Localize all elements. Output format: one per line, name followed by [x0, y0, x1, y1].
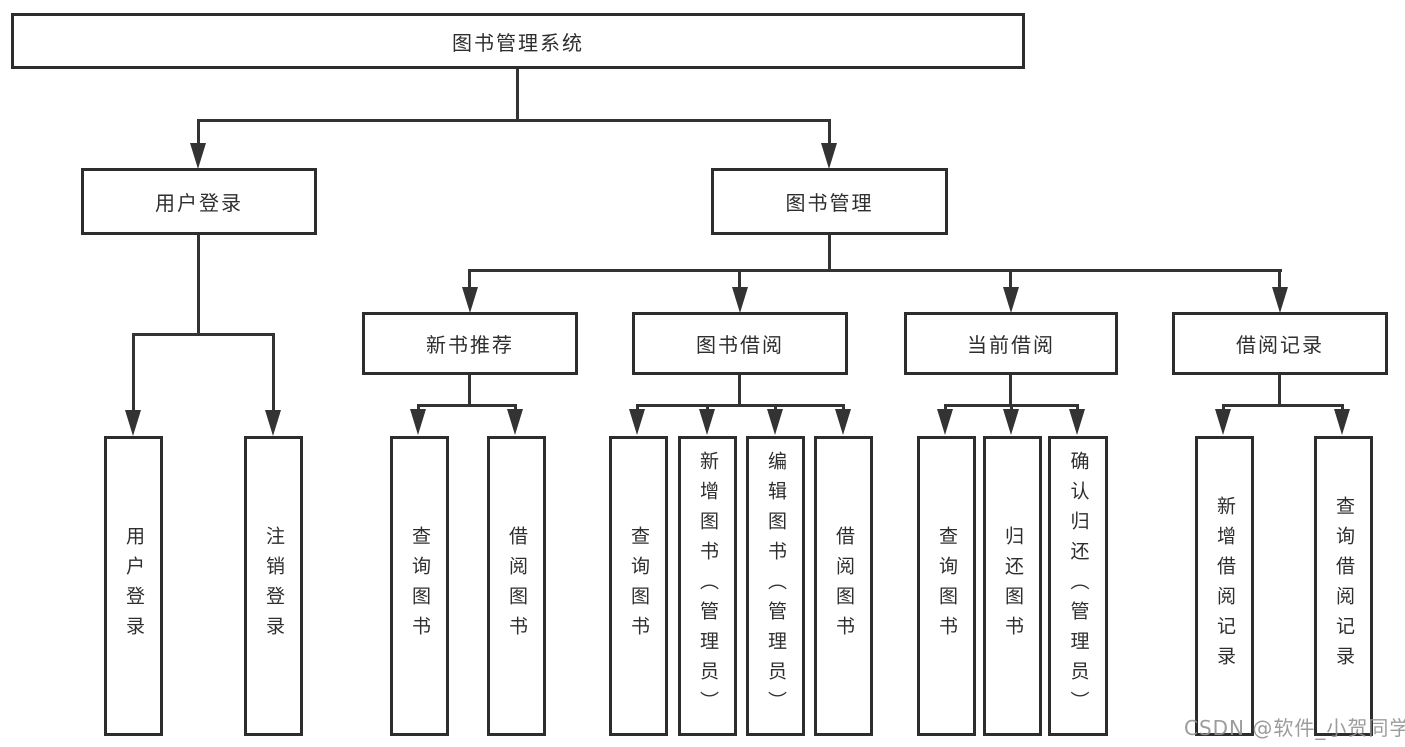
leaf-return-books-label: 归还图书 [1002, 526, 1024, 646]
leaf-query-books-1: 查询图书 [390, 436, 449, 736]
connector-newbook-stem [468, 375, 471, 406]
node-book-management-label: 图书管理 [785, 191, 874, 215]
arrowhead-new-book [462, 287, 478, 313]
node-current-borrowing-label: 当前借阅 [967, 333, 1055, 357]
leaf-borrow-books-2-label: 借阅图书 [833, 526, 855, 646]
leaf-add-borrow-record-label: 新增借阅记录 [1214, 496, 1236, 676]
leaf-query-books-3-label: 查询图书 [936, 526, 958, 646]
leaf-add-book-admin: 新增图书（管理员） [678, 436, 737, 736]
connector-drop-return-books [1010, 404, 1013, 413]
connector-userlogin-stem [197, 234, 200, 336]
connector-borrowing-split [636, 404, 845, 407]
connector-newbook-split [417, 404, 517, 407]
arrowhead-query2 [629, 409, 645, 435]
connector-drop-borrow1 [514, 404, 517, 413]
arrowhead-confirm-return [1069, 409, 1085, 435]
connector-records-stem [1278, 375, 1281, 406]
connector-drop-add-book [706, 404, 709, 413]
leaf-query-borrow-record: 查询借阅记录 [1314, 436, 1373, 736]
arrowhead-return-books [1003, 409, 1019, 435]
arrowhead-user-login [190, 143, 206, 169]
connector-borrowing-stem [738, 375, 741, 406]
leaf-confirm-return-admin: 确认归还（管理员） [1048, 436, 1108, 736]
leaf-query-books-2-label: 查询图书 [628, 526, 650, 646]
node-user-login: 用户登录 [81, 168, 317, 235]
arrowhead-borrow1 [507, 409, 523, 435]
arrowhead-book-management [821, 143, 837, 169]
connector-drop-book-borrowing [738, 269, 741, 291]
arrowhead-query-record [1334, 409, 1350, 435]
leaf-edit-book-admin-label: 编辑图书（管理员） [765, 451, 787, 721]
arrowhead-query3 [937, 409, 953, 435]
arrowhead-edit-book [767, 409, 783, 435]
leaf-user-login-label: 用户登录 [123, 526, 145, 646]
connector-bookmgmt-split [468, 269, 1282, 272]
node-borrow-records: 借阅记录 [1172, 312, 1388, 375]
leaf-query-books-2: 查询图书 [609, 436, 668, 736]
connector-userlogin-split [132, 333, 275, 336]
connector-drop-current-borrowing [1009, 269, 1012, 291]
connector-bookmgmt-stem [828, 234, 831, 272]
arrowhead-leaf-logout [265, 410, 281, 436]
connector-drop-query2 [636, 404, 639, 413]
leaf-return-books: 归还图书 [983, 436, 1042, 736]
connector-drop-leaf-logout [272, 333, 275, 412]
connector-drop-query3 [944, 404, 947, 413]
connector-root-stem [516, 66, 519, 122]
arrowhead-borrow-records [1272, 287, 1288, 313]
leaf-edit-book-admin: 编辑图书（管理员） [746, 436, 805, 736]
connector-drop-user-login [197, 119, 200, 146]
leaf-user-login: 用户登录 [104, 436, 163, 736]
connector-drop-book-management [828, 119, 831, 146]
leaf-add-borrow-record: 新增借阅记录 [1195, 436, 1254, 736]
connector-drop-confirm-return [1076, 404, 1079, 413]
leaf-borrow-books-2: 借阅图书 [814, 436, 873, 736]
connector-drop-query-record [1341, 404, 1344, 413]
leaf-query-books-1-label: 查询图书 [409, 526, 431, 646]
connector-drop-query1 [417, 404, 420, 413]
node-library-system-label: 图书管理系统 [452, 30, 584, 55]
csdn-watermark: CSDN @软件_小贺同学 [1184, 716, 1405, 740]
arrowhead-add-book [699, 409, 715, 435]
connector-drop-leaf-user-login [132, 333, 135, 412]
arrowhead-query1 [410, 409, 426, 435]
connector-drop-borrow2 [842, 404, 845, 413]
leaf-borrow-books-1: 借阅图书 [487, 436, 546, 736]
node-user-login-label: 用户登录 [155, 191, 243, 215]
arrowhead-current-borrowing [1003, 287, 1019, 313]
leaf-borrow-books-1-label: 借阅图书 [506, 526, 528, 646]
leaf-logout: 注销登录 [244, 436, 303, 736]
leaf-logout-label: 注销登录 [263, 526, 285, 646]
arrowhead-add-record [1215, 409, 1231, 435]
node-book-borrowing-label: 图书借阅 [696, 333, 784, 357]
node-book-borrowing: 图书借阅 [632, 312, 848, 375]
leaf-confirm-return-admin-label: 确认归还（管理员） [1067, 451, 1090, 721]
leaf-query-borrow-record-label: 查询借阅记录 [1333, 496, 1355, 676]
node-borrow-records-label: 借阅记录 [1236, 333, 1324, 357]
node-current-borrowing: 当前借阅 [904, 312, 1118, 375]
node-new-book-recommend: 新书推荐 [362, 312, 578, 375]
connector-drop-add-record [1222, 404, 1225, 413]
connector-records-split [1222, 404, 1344, 407]
connector-current-stem [1009, 375, 1012, 406]
leaf-query-books-3: 查询图书 [917, 436, 976, 736]
connector-drop-new-book [468, 269, 471, 291]
node-book-management: 图书管理 [711, 168, 948, 235]
connector-drop-edit-book [774, 404, 777, 413]
arrowhead-borrow2 [835, 409, 851, 435]
leaf-add-book-admin-label: 新增图书（管理员） [697, 451, 719, 721]
arrowhead-book-borrowing [732, 287, 748, 313]
connector-root-split [197, 119, 831, 122]
node-new-book-recommend-label: 新书推荐 [426, 333, 514, 357]
connector-drop-borrow-records [1278, 269, 1281, 291]
node-library-system: 图书管理系统 [11, 13, 1025, 69]
arrowhead-leaf-user-login [125, 410, 141, 436]
